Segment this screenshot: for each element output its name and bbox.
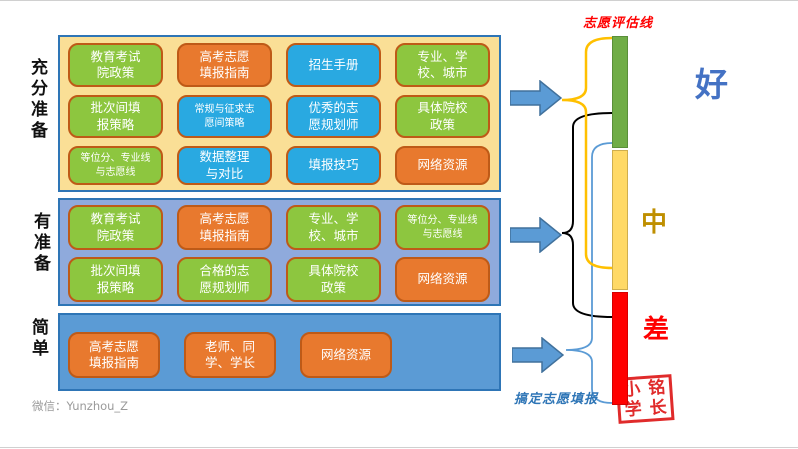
tile: 等位分、专业线 与志愿线 <box>395 205 490 250</box>
flow-arrow-icon <box>510 217 562 253</box>
tile: 老师、同 学、学长 <box>184 332 276 378</box>
tile: 网络资源 <box>300 332 392 378</box>
tile: 优秀的志 愿规划师 <box>286 95 381 138</box>
grade-label-good: 好 <box>695 65 728 104</box>
evaluation-bar-mid <box>612 150 628 290</box>
panel-full-grid: 教育考试 院政策 高考志愿 填报指南 招生手册 专业、学 校、城市 批次间填 报… <box>68 43 499 185</box>
evaluation-bar-good <box>612 36 628 148</box>
tile: 具体院校 政策 <box>286 257 381 302</box>
wechat-label: 微信： <box>32 399 67 413</box>
tile: 数据整理 与对比 <box>177 146 272 185</box>
panel-some-preparation: 教育考试 院政策 高考志愿 填报指南 专业、学 校、城市 等位分、专业线 与志愿… <box>58 198 501 306</box>
flow-arrow-icon <box>512 337 564 373</box>
level-label-full-preparation: 充分准备 <box>27 58 47 142</box>
range-braces <box>561 36 614 404</box>
tile: 具体院校 政策 <box>395 95 490 138</box>
grade-label-bad: 差 <box>643 315 670 345</box>
tile: 等位分、专业线 与志愿线 <box>68 146 163 185</box>
grade-label-mid: 中 <box>641 208 668 238</box>
panel-full-preparation: 教育考试 院政策 高考志愿 填报指南 招生手册 专业、学 校、城市 批次间填 报… <box>58 35 501 192</box>
brace-yellow-icon <box>561 36 614 270</box>
tile: 教育考试 院政策 <box>68 205 163 250</box>
tile: 高考志愿 填报指南 <box>177 205 272 250</box>
panel-some-grid: 教育考试 院政策 高考志愿 填报指南 专业、学 校、城市 等位分、专业线 与志愿… <box>68 205 499 302</box>
tile: 教育考试 院政策 <box>68 43 163 87</box>
tile: 合格的志 愿规划师 <box>177 257 272 302</box>
tile: 批次间填 报策略 <box>68 95 163 138</box>
flow-arrow-icon <box>510 80 562 116</box>
wechat-contact: 微信：Yunzhou_Z <box>32 398 128 414</box>
tile: 填报技巧 <box>286 146 381 185</box>
tile: 网络资源 <box>395 146 490 185</box>
tile: 招生手册 <box>286 43 381 87</box>
evaluation-bar-bad <box>612 292 628 405</box>
brace-blue-icon <box>565 142 613 404</box>
seal-char: 长 <box>648 397 668 419</box>
evaluation-line-title: 志愿评估线 <box>583 16 654 31</box>
slide-top-border <box>0 0 798 1</box>
brace-black-icon <box>561 112 613 318</box>
seal-char: 铭 <box>647 377 666 399</box>
tile: 高考志愿 填报指南 <box>177 43 272 87</box>
level-label-some-preparation: 有准备 <box>30 212 50 275</box>
bottom-caption: 搞定志愿填报 <box>514 392 599 407</box>
level-label-simple: 简单 <box>28 318 48 360</box>
wechat-id: Yunzhou_Z <box>66 399 129 413</box>
tile: 专业、学 校、城市 <box>286 205 381 250</box>
tile: 网络资源 <box>395 257 490 302</box>
panel-simple-row: 高考志愿 填报指南 老师、同 学、学长 网络资源 <box>68 332 499 378</box>
tile: 批次间填 报策略 <box>68 257 163 302</box>
tile: 常规与征求志 愿间策略 <box>177 95 272 138</box>
tile: 高考志愿 填报指南 <box>68 332 160 378</box>
slide-bottom-border <box>0 447 798 448</box>
tile: 专业、学 校、城市 <box>395 43 490 87</box>
panel-simple: 高考志愿 填报指南 老师、同 学、学长 网络资源 <box>58 313 501 391</box>
